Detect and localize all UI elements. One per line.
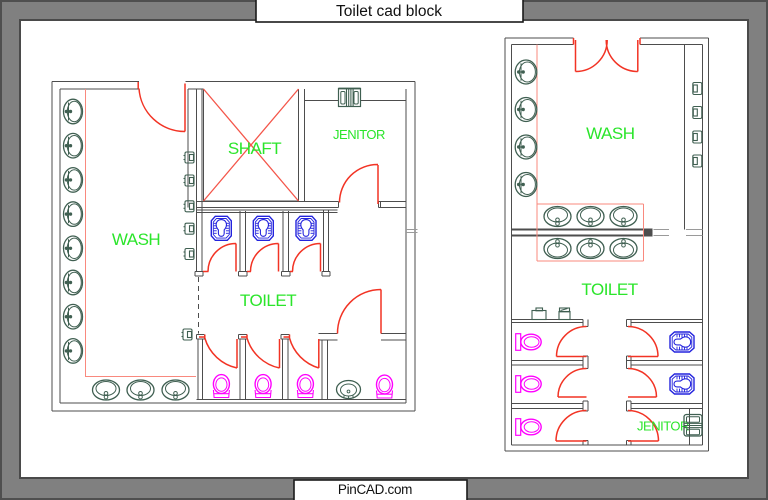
svg-text:JENITOR: JENITOR	[333, 127, 385, 142]
svg-text:JENITOR: JENITOR	[637, 419, 689, 434]
svg-text:WASH: WASH	[112, 230, 160, 249]
svg-text:WASH: WASH	[586, 124, 634, 143]
svg-text:TOILET: TOILET	[240, 291, 296, 310]
svg-text:PinCAD.com: PinCAD.com	[338, 482, 412, 497]
svg-text:TOILET: TOILET	[581, 280, 637, 299]
svg-text:Toilet cad block: Toilet cad block	[336, 3, 442, 20]
svg-text:SHAFT: SHAFT	[228, 139, 281, 158]
